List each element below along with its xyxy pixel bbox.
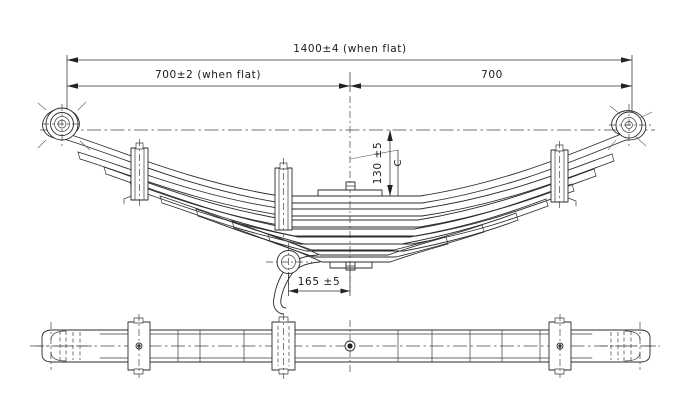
plan-body	[72, 329, 619, 363]
hanger-arm-outer	[273, 254, 319, 299]
leaf-3-end-left	[103, 166, 107, 175]
center-lower-plate	[329, 261, 373, 269]
dimension-camber-text: 130 ±5	[372, 142, 384, 184]
left-eye-tick-2	[77, 101, 87, 111]
leaf-5-top	[159, 195, 547, 238]
leaf-6-end-left	[195, 208, 199, 217]
plan-clamp-right-tab-top	[554, 317, 565, 324]
camber-label-c: C	[393, 159, 404, 166]
left-eye-tick-3	[37, 139, 47, 149]
center-bolt-assembly	[317, 181, 383, 271]
plan-right-eye-arc-top	[624, 330, 641, 341]
hanger-arm-curl-outer	[273, 297, 284, 315]
right-eye-tick-1	[609, 105, 621, 115]
dimension-hanger-offset: 165 ±5	[288, 262, 351, 296]
leaf-4-end-right	[571, 183, 575, 192]
leaf-7-top	[231, 220, 483, 251]
right-eye-tick-3	[635, 136, 647, 147]
dimension-camber: 130 ±5 C	[349, 130, 404, 197]
leaf-7-end-left	[231, 220, 235, 229]
hanger-arm-inner	[280, 261, 321, 300]
plan-clamp-left	[127, 314, 151, 378]
plan-view	[30, 313, 660, 379]
arrow-left-overall	[67, 57, 78, 63]
leaf-8-end-left	[267, 233, 271, 242]
plan-clamp-left-tab-top	[133, 317, 144, 324]
leaf-7-end-right	[481, 224, 485, 233]
camber-arrow-top	[387, 130, 393, 141]
plan-leaf-end-steps	[177, 329, 541, 363]
plan-left-eye	[36, 322, 92, 370]
hanger-offset-arrow-left	[288, 288, 298, 294]
leaf-2-top	[77, 151, 613, 210]
left-eye-tick-4	[79, 140, 91, 151]
clamp-right-tail	[567, 197, 577, 207]
plan-clamp-left-tab-bottom	[133, 368, 144, 375]
leaf-5-end-left	[159, 195, 163, 204]
arrow-right-half-end	[621, 83, 632, 89]
plan-right-eye	[600, 322, 656, 370]
arrow-right-half-start	[350, 83, 361, 89]
arrow-left-half-start	[67, 83, 78, 89]
leaf-8-bottom	[269, 240, 449, 263]
leaf-3-top	[103, 166, 595, 221]
arrow-right-overall	[621, 57, 632, 63]
dimension-right-half-text: 700	[481, 69, 503, 81]
plan-left-eye-arc-top	[50, 330, 67, 341]
dimension-right-half: 700	[350, 69, 632, 89]
rebound-clamp-left	[123, 139, 149, 206]
leaf-6-end-right	[515, 212, 519, 221]
right-eye-tick-2	[639, 111, 653, 119]
right-spring-eye	[607, 104, 653, 151]
camber-arrow-bottom	[387, 185, 393, 196]
leaf-2-end-right	[611, 153, 615, 162]
dimension-overall-length: 1400±4 (when flat)	[67, 43, 632, 63]
left-spring-eye	[37, 101, 91, 151]
plan-clamp-right	[548, 314, 572, 378]
hanger-arm-curl-inner	[280, 298, 287, 309]
plan-center-bolt	[344, 320, 356, 372]
dimension-left-half: 700±2 (when flat)	[67, 69, 350, 89]
dimension-hanger-offset-text: 165 ±5	[298, 276, 340, 288]
dimension-group-top: 1400±4 (when flat) 700±2 (when flat) 700	[66, 43, 633, 122]
left-eye-tick-1	[37, 102, 47, 111]
leaf-8-end-right	[445, 236, 449, 245]
dimension-left-half-text: 700±2 (when flat)	[155, 69, 261, 81]
plan-left-eye-arc-bottom	[50, 351, 67, 362]
leaf-7-bottom	[233, 227, 485, 258]
arrow-left-half-end	[339, 83, 350, 89]
leaf-6-top	[195, 208, 517, 245]
leaf-3-end-right	[593, 168, 597, 177]
leaf-6-bottom	[197, 215, 519, 252]
plan-right-eye-arc-bottom	[624, 351, 641, 362]
plan-clamp-right-tab-bottom	[554, 368, 565, 375]
leaf-5-end-right	[545, 198, 549, 207]
leaf-2-end-left	[77, 151, 81, 160]
hanger-arm-assembly	[266, 243, 321, 315]
rebound-clamp-center-left	[274, 158, 293, 237]
dimension-overall-length-text: 1400±4 (when flat)	[293, 43, 406, 55]
clamp-left-tail	[123, 195, 132, 205]
plan-clamp-center-left	[271, 313, 296, 379]
elevation-view: 130 ±5 C 165 ±5	[37, 96, 655, 315]
right-eye-tick-4	[607, 139, 617, 151]
right-eye-wrap	[611, 110, 647, 141]
leaf-8-top	[267, 233, 447, 256]
leaf-5-bottom	[161, 202, 549, 245]
hanger-offset-arrow-right	[340, 288, 350, 294]
rebound-clamp-right	[550, 141, 577, 208]
